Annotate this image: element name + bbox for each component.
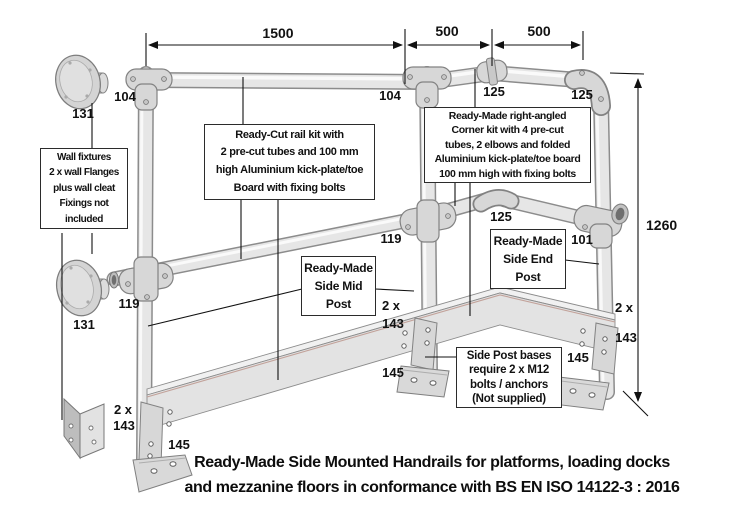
- callout-line: (Not supplied): [472, 392, 546, 405]
- callout-line: Ready-Made: [304, 261, 373, 275]
- fitting-top-right-elbow: [564, 69, 611, 116]
- label-143-mid: 143: [382, 316, 404, 331]
- label-104-left: 104: [114, 89, 136, 104]
- callout-line: Side Post bases: [466, 349, 552, 362]
- callout-line: 100 mm high with fixing bolts: [439, 167, 576, 180]
- dim-1500: 1500: [262, 25, 293, 41]
- dim-500-b: 500: [527, 23, 551, 39]
- label-145-right: 145: [567, 350, 589, 365]
- diagram-title-line2: and mezzanine floors in conformance with…: [184, 478, 680, 496]
- label-119-mid: 119: [381, 231, 402, 246]
- callout-line: 2 pre-cut tubes and 100 mm: [220, 146, 359, 159]
- diagram-title-line1: Ready-Made Side Mounted Handrails for pl…: [194, 454, 670, 471]
- label-125-mid-rail: 125: [490, 209, 512, 224]
- callout-line: tubes, 2 elbows and folded: [444, 138, 571, 151]
- dimension-labels: 1500 500 500 1260: [262, 23, 677, 233]
- callout-line: Corner kit with 4 pre-cut: [451, 124, 564, 137]
- callout-line: Board with fixing bolts: [233, 181, 346, 194]
- dimension-lines: [145, 29, 649, 417]
- base-plate-right: [552, 376, 610, 411]
- label-125-top-mid: 125: [483, 84, 505, 99]
- callout-line: plus wall cleat: [53, 182, 115, 194]
- fitting-inline-coupling: [476, 57, 508, 86]
- wall-flange-top: [55, 54, 109, 110]
- callout-line: Ready-Made: [493, 234, 563, 248]
- callout-line: Ready-Cut rail kit with: [235, 128, 344, 141]
- label-131-top: 131: [72, 106, 94, 121]
- top-rail: [142, 65, 586, 90]
- callout-line: Side End: [503, 252, 553, 266]
- callout-line: Post: [515, 270, 541, 284]
- diagram-title: Ready-Made Side Mounted Handrails for pl…: [120, 451, 744, 500]
- label-131-bottom: 131: [73, 317, 95, 332]
- callout-line: Post: [325, 297, 352, 311]
- callout-side-mid-post: Ready-Made Side Mid Post: [301, 256, 376, 316]
- label-104-mid: 104: [379, 88, 401, 103]
- callout-line: Wall fixtures: [57, 151, 111, 163]
- label-145-mid: 145: [382, 365, 404, 380]
- label-143-left: 143: [113, 418, 135, 433]
- callout-line: bolts / anchors: [469, 378, 549, 391]
- label-2x-mid: 2 x: [382, 298, 401, 313]
- fitting-left-top-tee: [125, 68, 173, 111]
- dim-500-a: 500: [435, 23, 459, 39]
- callout-line: Ready-Made right-angled: [448, 109, 567, 122]
- wall-flange-bottom: [56, 259, 110, 317]
- fitting-end-post-tee: [573, 203, 629, 249]
- label-101-end: 101: [571, 232, 593, 247]
- callout-line: Aluminium kick-plate/toe board: [434, 153, 581, 166]
- label-145-left: 145: [168, 437, 190, 452]
- callout-corner-kit: Ready-Made right-angled Corner kit with …: [424, 107, 591, 183]
- callout-line: high Aluminium kick-plate/toe: [215, 164, 364, 176]
- callout-wall-fixtures: Wall fixtures 2 x wall Flanges plus wall…: [40, 148, 128, 229]
- callout-line: Side Mid: [314, 279, 363, 293]
- fitting-left-mid-cross: [118, 256, 174, 302]
- label-143-right: 143: [615, 330, 637, 345]
- leader-lines: [61, 69, 600, 420]
- label-2x-right: 2 x: [615, 300, 634, 315]
- dim-1260: 1260: [646, 217, 677, 233]
- kick-plate-bolt-holes: [147, 327, 608, 459]
- callout-line: Fixings not: [59, 198, 109, 210]
- fitting-mid-rail-elbow: [472, 189, 520, 213]
- wall-cleat: [63, 397, 105, 460]
- base-plate-left: [132, 454, 193, 493]
- base-plate-mid: [396, 365, 450, 398]
- fitting-mid-top-tee: [402, 66, 452, 109]
- callout-rail-kit: Ready-Cut rail kit with 2 pre-cut tubes …: [204, 124, 375, 200]
- callout-line: require 2 x M12: [469, 364, 549, 377]
- fitting-mid-cross: [399, 199, 457, 243]
- callout-side-end-post: Ready-Made Side End Post: [490, 229, 566, 289]
- label-125-top-right: 125: [571, 87, 593, 102]
- part-number-labels: 104 104 125 125 125 131 131 119 119 101 …: [72, 84, 637, 452]
- callout-side-post-bases: Side Post bases require 2 x M12 bolts / …: [456, 347, 562, 408]
- label-119-left: 119: [119, 296, 140, 311]
- callout-line: 2 x wall Flanges: [49, 167, 119, 179]
- label-2x-left: 2 x: [114, 402, 133, 417]
- callout-line: included: [65, 213, 103, 225]
